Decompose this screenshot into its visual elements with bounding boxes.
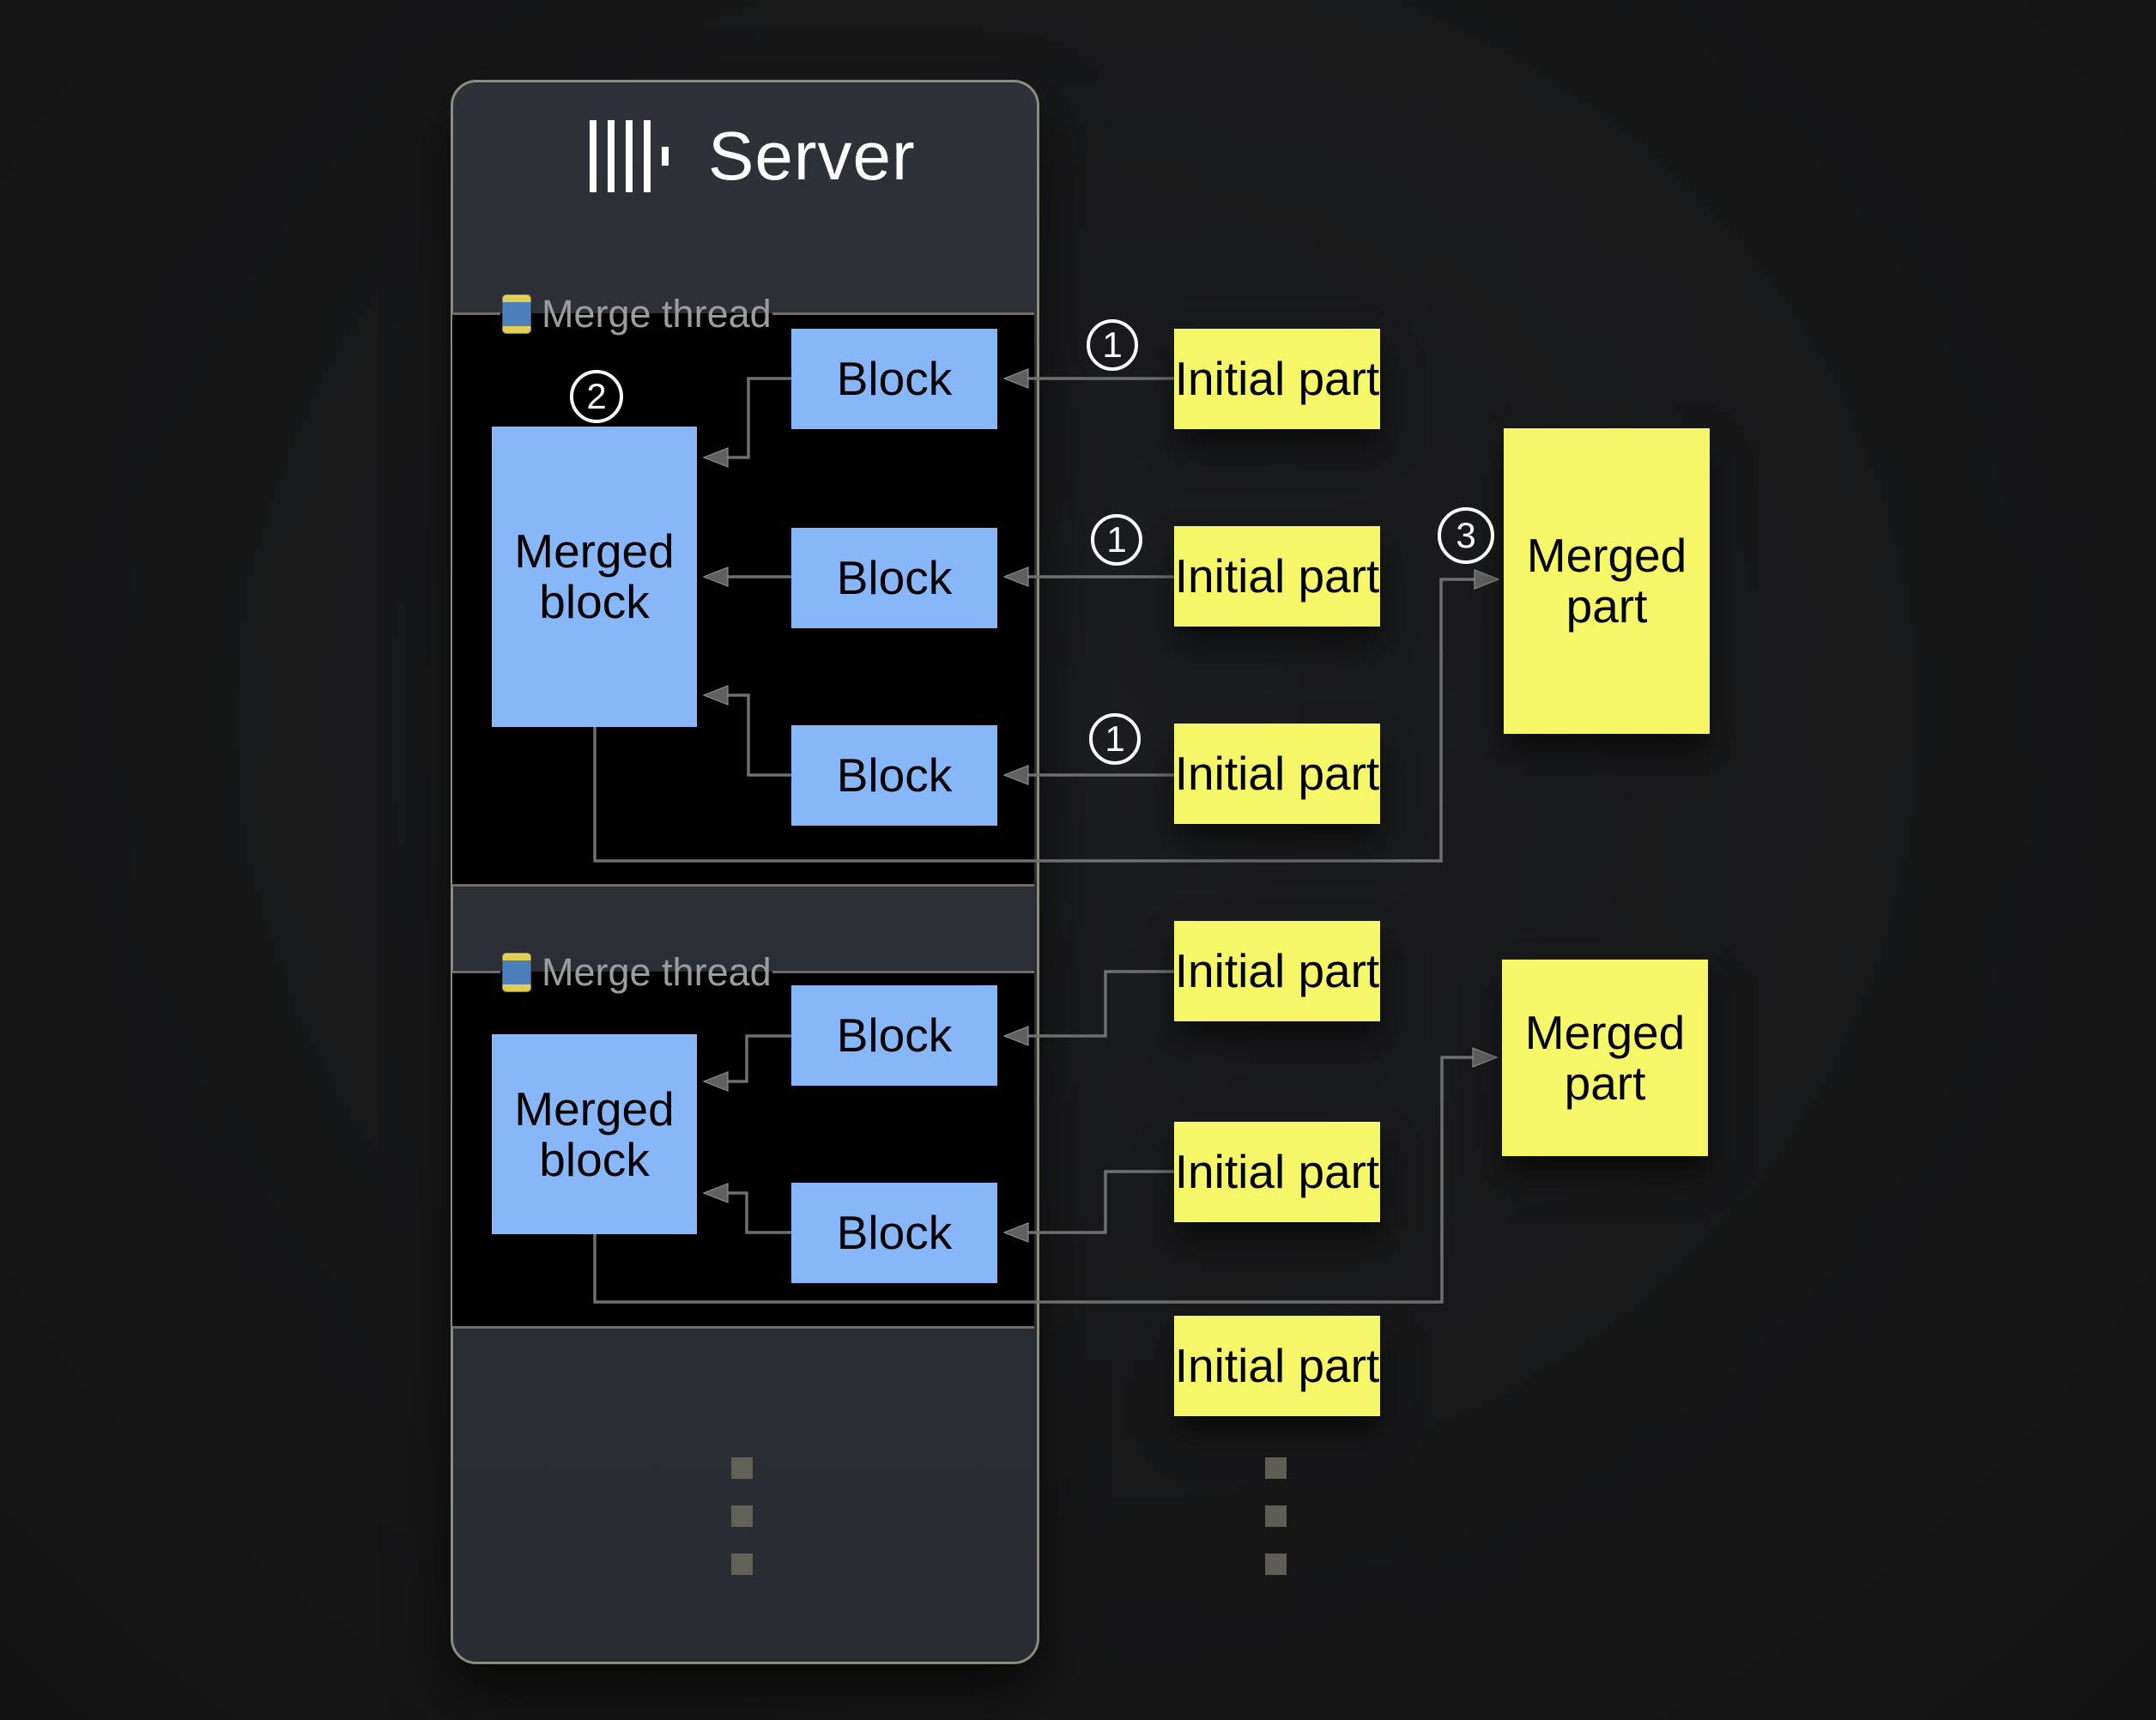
- ellipsis-dot: [1265, 1553, 1287, 1575]
- merge-thread-label-text: Merge thread: [542, 950, 772, 994]
- step-3-badge: 3: [1438, 507, 1494, 564]
- merge-thread-2-label: Merge thread: [502, 950, 772, 995]
- initial-part-2-2: Initial part: [1174, 1122, 1380, 1222]
- block-1-1: Block: [791, 329, 997, 429]
- merged-block-2: Merged block: [492, 1034, 697, 1234]
- server-header: Server: [590, 118, 916, 194]
- initial-part-2-3: Initial part: [1174, 1316, 1380, 1416]
- block-2-2: Block: [791, 1183, 997, 1283]
- ellipsis-dot: [1265, 1457, 1287, 1479]
- merge-thread-label-text: Merge thread: [542, 292, 772, 336]
- block-1-2: Block: [791, 528, 997, 628]
- ellipsis-dot: [731, 1505, 753, 1527]
- thread-spool-icon: [502, 953, 531, 992]
- initial-part-1-2: Initial part: [1174, 526, 1380, 627]
- section-2-top-line-right: [772, 971, 1034, 973]
- initial-part-1-3: Initial part: [1174, 724, 1380, 824]
- merged-part-1: Merged part: [1504, 428, 1710, 734]
- section-1-top-line-right: [772, 312, 1034, 315]
- step-1-badge: 1: [1087, 319, 1138, 371]
- merge-thread-1-label: Merge thread: [502, 292, 772, 336]
- merged-block-1: Merged block: [492, 427, 697, 727]
- initial-part-2-1: Initial part: [1174, 921, 1380, 1021]
- clickhouse-bars-logo-icon: [590, 120, 669, 192]
- section-1-top-line-left: [452, 312, 500, 315]
- block-2-1: Block: [791, 985, 997, 1086]
- thread-spool-icon: [502, 294, 531, 334]
- initial-part-1-1: Initial part: [1174, 329, 1380, 429]
- step-1-badge: 1: [1089, 713, 1141, 765]
- server-title: Server: [708, 118, 916, 194]
- step-1-badge: 1: [1091, 514, 1142, 566]
- ellipsis-dot: [731, 1457, 753, 1479]
- merged-part-2: Merged part: [1502, 960, 1708, 1156]
- ellipsis-dot: [1265, 1505, 1287, 1527]
- block-1-3: Block: [791, 725, 997, 826]
- step-2-badge: 2: [570, 370, 623, 423]
- ellipsis-dot: [731, 1553, 753, 1575]
- section-2-top-line-left: [452, 971, 500, 973]
